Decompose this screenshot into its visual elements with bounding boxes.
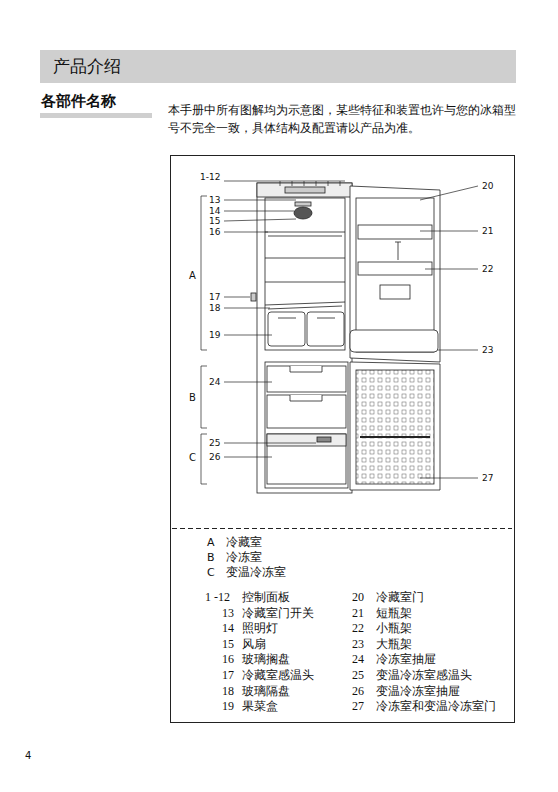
intro-paragraph: 本手册中所有图解均为示意图，某些特征和装置也许与您的冰箱型号不完全一致，具体结构… — [168, 102, 516, 138]
callout-number: 24 — [209, 377, 220, 388]
callout-number: 25 — [209, 438, 220, 449]
section-heading: 各部件名称 — [41, 92, 116, 110]
parts-list-text: 23 — [352, 637, 364, 651]
callout-number: 20 — [482, 181, 493, 192]
fridge-body — [251, 183, 440, 493]
callout-number: 21 — [482, 226, 493, 237]
callout-number: 15 — [209, 216, 220, 227]
parts-list-text: 风扇 — [242, 637, 266, 651]
parts-list-text: 冷冻室 — [226, 550, 262, 564]
parts-list-text: 25 — [352, 668, 364, 682]
parts-list-text: 冷冻室抽屉 — [376, 652, 436, 666]
parts-list-text: 19 — [222, 699, 234, 713]
callout-number: C — [189, 452, 196, 464]
callout-number: A — [189, 270, 196, 282]
parts-list-text: 22 — [352, 621, 364, 635]
callout-number: 23 — [482, 345, 493, 356]
parts-list-text: 玻璃搁盘 — [242, 652, 290, 666]
dashed-divider — [172, 528, 512, 529]
legend-key: C — [207, 566, 215, 579]
parts-list-text: 16 — [222, 652, 234, 666]
leader-lines — [201, 181, 478, 484]
callout-number: 16 — [209, 227, 220, 238]
parts-list-text: 果菜盒 — [242, 699, 278, 713]
parts-list-text: 15 — [222, 637, 234, 651]
parts-list-text: 大瓶架 — [376, 637, 412, 651]
parts-list-text: 17 — [222, 668, 234, 682]
parts-list-text: 20 — [352, 590, 364, 604]
heading-underline — [40, 113, 152, 118]
legend-key: A — [207, 536, 215, 549]
parts-list-text: 变温冷冻室抽屉 — [376, 684, 460, 698]
parts-list-text: 冷藏室门 — [376, 590, 424, 604]
parts-list-text: 14 — [222, 621, 234, 635]
legend-key: B — [207, 551, 215, 564]
parts-list-text: 短瓶架 — [376, 606, 412, 620]
callout-number: 19 — [209, 330, 220, 341]
figure-frame — [171, 156, 515, 723]
parts-list-text: 21 — [352, 606, 364, 620]
callout-number: 18 — [209, 303, 220, 314]
parts-list-text: 玻璃隔盘 — [242, 684, 290, 698]
parts-list-text: 小瓶架 — [376, 621, 412, 635]
section-title: 产品介绍 — [53, 55, 503, 78]
callout-number: 26 — [209, 452, 220, 463]
header-band: 产品介绍 — [40, 50, 516, 83]
callout-number: 22 — [482, 264, 493, 275]
parts-list-text: 26 — [352, 684, 364, 698]
parts-list-text: 冷藏室 — [226, 535, 262, 549]
callout-number: 17 — [209, 292, 220, 303]
parts-list-text: 冷藏室门开关 — [242, 606, 314, 620]
callout-number: 1-12 — [200, 172, 220, 183]
callout-number: 14 — [209, 206, 220, 217]
callout-number: 27 — [482, 473, 493, 484]
parts-list-text: 18 — [222, 684, 234, 698]
parts-list-text: 变温冷冻室 — [226, 565, 286, 579]
parts-list-text: 控制面板 — [242, 590, 290, 604]
parts-list-text: 变温冷冻室感温头 — [376, 668, 472, 682]
parts-list-text: 27 — [352, 699, 364, 713]
parts-list-text: 1 -12 — [205, 590, 230, 604]
page-number: 4 — [25, 750, 31, 762]
parts-list-text: 冷藏室感温头 — [242, 668, 314, 682]
parts-list-text: 冷冻室和变温冷冻室门 — [376, 699, 496, 713]
parts-list-text: 13 — [222, 606, 234, 620]
callout-number: B — [189, 392, 196, 404]
callout-number: 13 — [209, 195, 220, 206]
parts-list-text: 24 — [352, 652, 364, 666]
parts-list-text: 照明灯 — [242, 621, 278, 635]
